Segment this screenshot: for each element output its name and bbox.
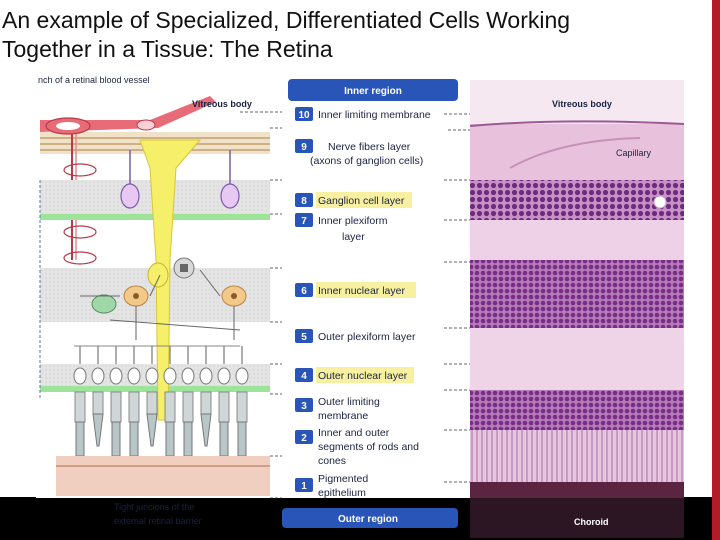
inner-nuclear-cells	[80, 257, 247, 340]
layer-num-7: 7	[301, 216, 307, 227]
cone-cell	[145, 346, 159, 466]
layer-labels: 10 Inner limiting membrane 9 Nerve fiber…	[295, 107, 431, 499]
retina-schematic	[39, 96, 270, 496]
micrograph-pointers	[444, 113, 470, 483]
layer-label-10: Inner limiting membrane	[318, 109, 431, 121]
cone-cell	[199, 346, 213, 466]
layer-num-10: 10	[298, 110, 310, 121]
layer-num-3: 3	[301, 401, 307, 412]
layer-label-7-line2: layer	[342, 231, 365, 243]
rod-cell	[73, 346, 87, 466]
highlight-8	[316, 192, 412, 208]
vitreous-body-right: Vitreous body	[552, 99, 612, 109]
slide-title: An example of Specialized, Differentiate…	[2, 6, 702, 64]
layer-badge-5	[295, 329, 313, 343]
layer-badge-9	[295, 139, 313, 153]
slide-accent-bar	[712, 0, 720, 540]
slide-title-line2: Together in a Tissue: The Retina	[2, 36, 333, 62]
layer-badge-3	[295, 398, 313, 412]
layer-label-8: Ganglion cell layer	[318, 195, 405, 207]
layer-label-1-line2: epithelium	[318, 487, 366, 499]
layer-num-8: 8	[301, 196, 307, 207]
tight-junctions-line1: Tight juncions of the	[114, 502, 194, 512]
rod-cell	[127, 346, 141, 466]
layer-badge-10	[295, 107, 313, 121]
capillary-label: Capillary	[616, 148, 652, 158]
layer-label-2-line1: Inner and outer	[318, 427, 390, 439]
inner-region-bar	[288, 79, 458, 101]
layer-num-1: 1	[301, 481, 307, 492]
vitreous-body-left: Vitreous body	[192, 99, 252, 109]
layer-label-4: Outer nuclear layer	[318, 370, 408, 382]
layer-label-3-line2: membrane	[318, 410, 368, 422]
layer-num-9: 9	[301, 142, 307, 153]
layer-label-1-line1: Pigmented	[318, 473, 368, 485]
layer-badge-7	[295, 213, 313, 227]
ganglion-cells	[120, 150, 240, 209]
layer-label-2-line3: cones	[318, 455, 346, 467]
outer-region-bar	[282, 508, 458, 528]
rod-cell	[109, 346, 123, 466]
rod-cell	[181, 346, 195, 466]
tight-junctions-line2: external retinal barrier	[114, 516, 202, 526]
layer-label-6: Inner nuclear layer	[318, 285, 405, 297]
layer-label-5: Outer plexiform layer	[318, 331, 416, 343]
layer-label-9-line2: (axons of ganglion cells)	[310, 155, 423, 167]
layer-label-2-line2: segments of rods and	[318, 441, 419, 453]
layer-num-2: 2	[301, 433, 307, 444]
layer-num-4: 4	[301, 371, 307, 382]
histology-micrograph	[469, 80, 685, 538]
pigment-epithelium	[56, 456, 270, 496]
layer-label-7-line1: Inner plexiform	[318, 215, 388, 227]
layer-label-3-line1: Outer limiting	[318, 396, 380, 408]
outer-region-label: Outer region	[338, 514, 398, 525]
layer-badge-6	[295, 283, 313, 297]
choroid-label: Choroid	[574, 517, 609, 527]
layer-label-9-line1: Nerve fibers layer	[328, 141, 411, 153]
highlight-6	[316, 282, 416, 298]
slide-title-line1: An example of Specialized, Differentiate…	[2, 7, 571, 33]
layer-num-5: 5	[301, 332, 307, 343]
layer-badge-1	[295, 478, 313, 492]
layer-badge-4	[295, 368, 313, 382]
highlight-4	[316, 367, 414, 383]
cone-cell	[91, 346, 105, 466]
guide-lines	[240, 111, 282, 499]
layer-badge-2	[295, 430, 313, 444]
layer-num-6: 6	[301, 286, 307, 297]
layer-badge-8	[295, 193, 313, 207]
blood-vessel-caption: nch of a retinal blood vessel	[38, 75, 150, 85]
inner-region-label: Inner region	[344, 86, 402, 97]
